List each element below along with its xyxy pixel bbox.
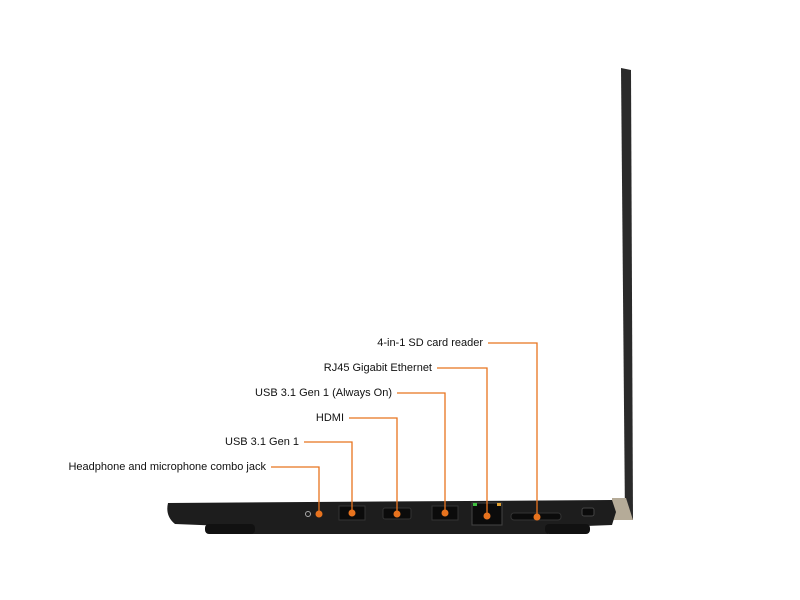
callout-label-sd-card-reader: 4-in-1 SD card reader <box>377 337 483 349</box>
laptop-lid <box>621 68 633 520</box>
ethernet-led-amber <box>497 503 501 506</box>
callout-label-usb-always-on: USB 3.1 Gen 1 (Always On) <box>255 387 392 399</box>
ethernet-led-green <box>473 503 477 506</box>
callout-leader-line <box>304 441 353 513</box>
callout-leader-line <box>437 367 488 516</box>
callout-dot <box>348 509 356 517</box>
callout-label-hdmi: HDMI <box>315 412 344 424</box>
callout-leader-line <box>397 392 446 513</box>
hinge <box>612 498 633 520</box>
callout-label-rj45-ethernet: RJ45 Gigabit Ethernet <box>323 362 432 374</box>
callout-dot <box>483 512 491 520</box>
callout-dot <box>533 513 541 521</box>
callout-dot <box>441 509 449 517</box>
callout-leader-line <box>271 466 320 514</box>
callout-leader-line <box>488 342 538 517</box>
callout-leader-line <box>349 417 398 514</box>
callout-dot <box>315 510 323 518</box>
headphone-icon <box>305 511 311 517</box>
callout-label-usb: USB 3.1 Gen 1 <box>225 436 299 448</box>
callout-label-headphone-jack: Headphone and microphone combo jack <box>68 461 266 473</box>
callout-dot <box>393 510 401 518</box>
rubber-foot <box>545 524 590 534</box>
rubber-foot <box>205 524 255 534</box>
security-lock-slot <box>581 507 595 517</box>
